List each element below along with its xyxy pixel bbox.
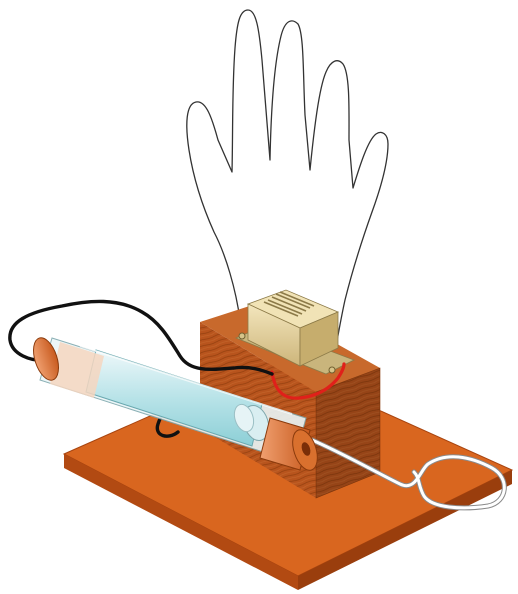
apparatus-illustration	[0, 0, 518, 594]
